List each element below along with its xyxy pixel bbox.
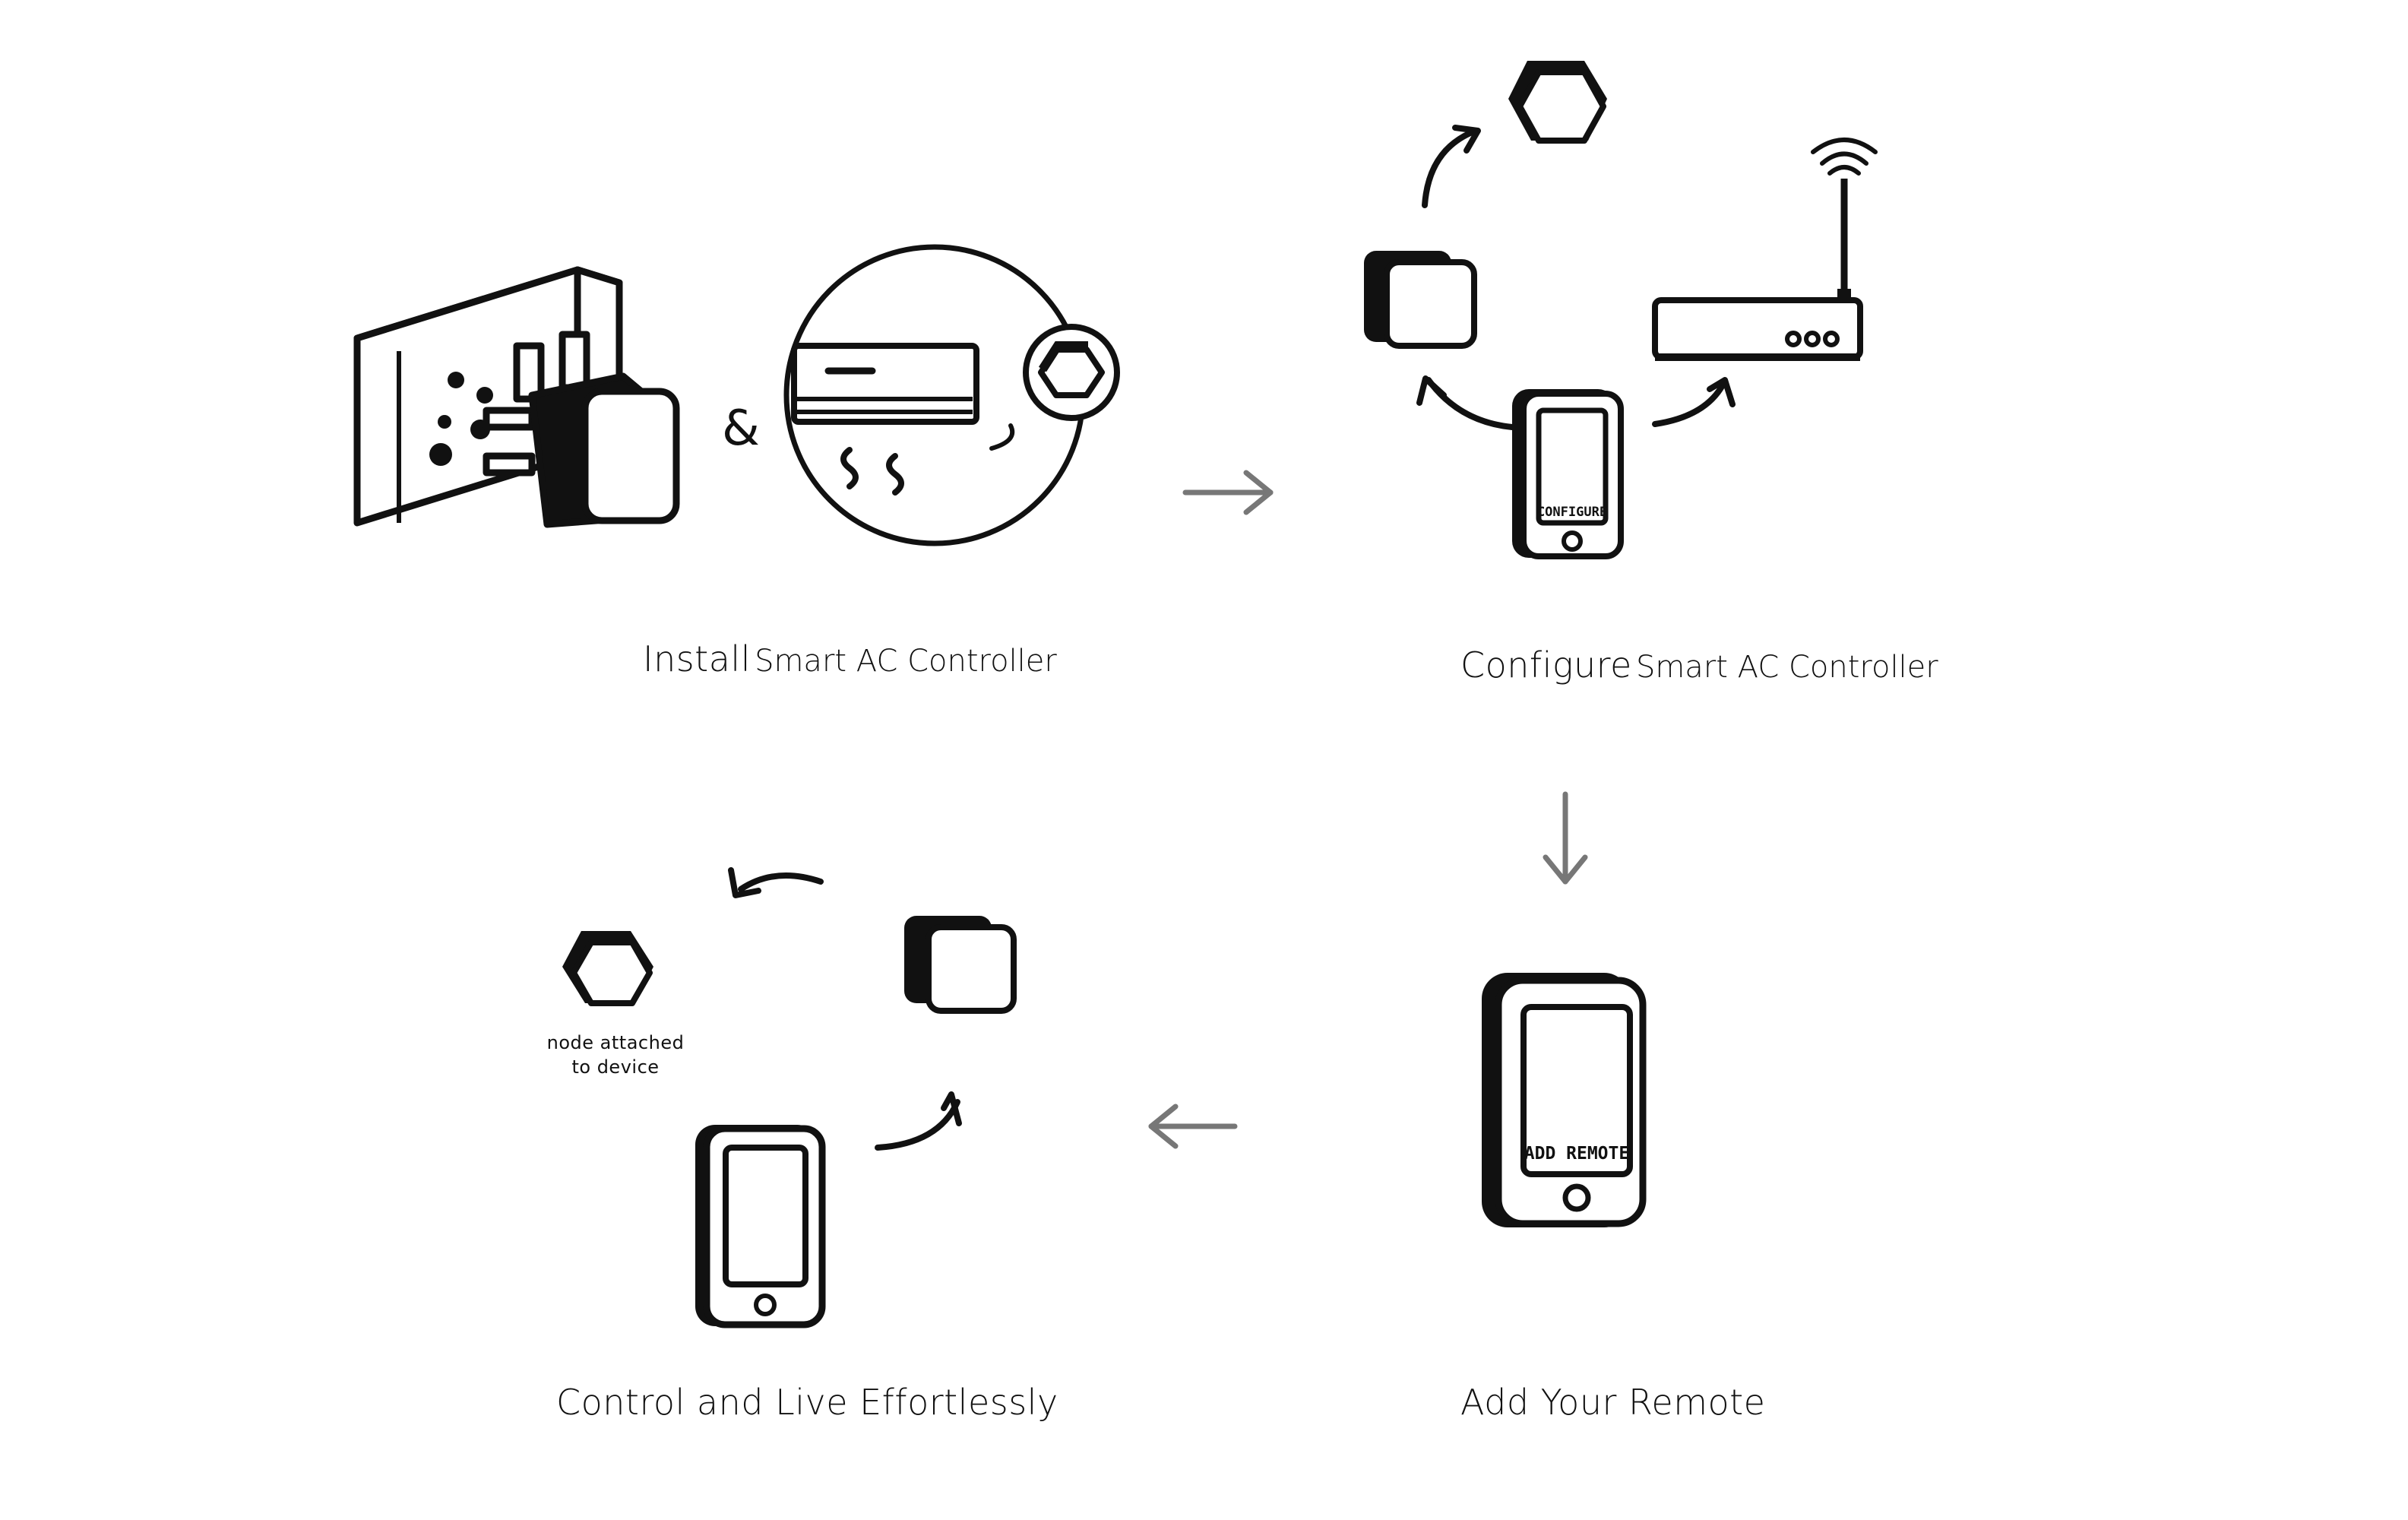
- configure-caption: Configure Smart AC Controller: [1460, 644, 1938, 686]
- phone-icon: [695, 1125, 826, 1328]
- install-caption: Install Smart AC Controller: [643, 638, 1057, 679]
- install-product: Smart AC Controller: [755, 644, 1057, 679]
- node-note: node attached to device: [532, 1031, 699, 1079]
- phone-configure-icon: CONFIGURE: [1512, 389, 1624, 559]
- install-illustration: [353, 266, 680, 528]
- configure-illustration: CONFIGURE: [1364, 61, 1878, 559]
- control-caption: Control and Live Effortlessly: [556, 1382, 1058, 1423]
- smart-ac-controller-icon: [904, 916, 1017, 1014]
- ac-unit-circle-icon: [783, 244, 1120, 546]
- node-note-line2: to device: [571, 1056, 660, 1078]
- node-icon: [1508, 61, 1607, 144]
- control-illustration: [562, 867, 1017, 1328]
- install-title: Install: [643, 638, 751, 679]
- configure-product: Smart AC Controller: [1635, 650, 1938, 685]
- smart-ac-controller-icon: [1364, 251, 1477, 349]
- phone-add-remote-icon: ADD REMOTE: [1482, 973, 1647, 1227]
- ampersand: &: [722, 401, 760, 457]
- node-note-line1: node attached: [546, 1032, 685, 1053]
- smart-ac-controller-plug-icon: [483, 331, 680, 528]
- configure-title: Configure: [1460, 644, 1632, 686]
- router-icon: [1652, 138, 1878, 361]
- phone-label-configure: CONFIGURE: [1537, 505, 1607, 520]
- add-remote-caption: Add Your Remote: [1460, 1382, 1766, 1423]
- node-icon: [562, 931, 653, 1006]
- phone-label-add-remote: ADD REMOTE: [1524, 1144, 1629, 1164]
